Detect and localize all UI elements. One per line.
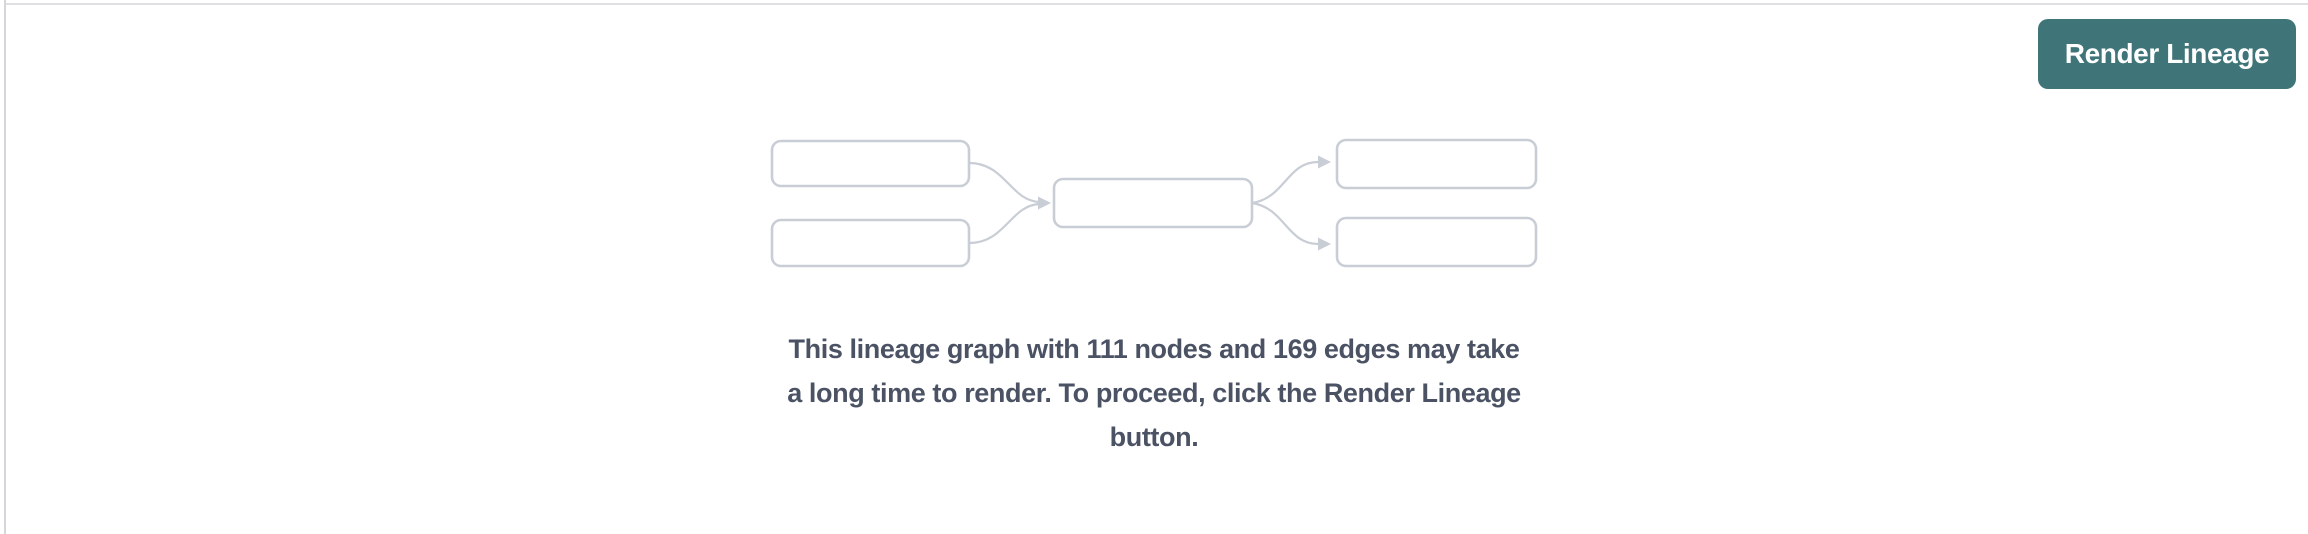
graph-node bbox=[1052, 177, 1254, 229]
graph-node bbox=[770, 139, 971, 188]
graph-node bbox=[1335, 138, 1538, 190]
arrowhead-icon bbox=[1318, 237, 1331, 251]
graph-edge bbox=[1251, 201, 1319, 246]
graph-edge bbox=[968, 161, 1040, 204]
graph-node bbox=[770, 218, 971, 268]
empty-state-message-line: a long time to render. To proceed, click… bbox=[787, 378, 1521, 408]
arrowhead-icon bbox=[1318, 155, 1331, 169]
graph-edge bbox=[1251, 160, 1319, 205]
top-divider bbox=[6, 3, 2308, 5]
graph-node bbox=[1335, 216, 1538, 268]
lineage-empty-state: This lineage graph with 111 nodes and 16… bbox=[769, 133, 1539, 459]
empty-state-message-line: button. bbox=[1109, 422, 1199, 452]
left-divider bbox=[4, 0, 6, 534]
render-lineage-button[interactable]: Render Lineage bbox=[2038, 19, 2296, 89]
arrowhead-icon bbox=[1038, 196, 1051, 210]
empty-state-message-line: This lineage graph with 111 nodes and 16… bbox=[788, 334, 1520, 364]
lineage-graph-placeholder bbox=[770, 138, 1538, 268]
graph-edge bbox=[968, 202, 1040, 245]
empty-state-message: This lineage graph with 111 nodes and 16… bbox=[787, 327, 1521, 459]
